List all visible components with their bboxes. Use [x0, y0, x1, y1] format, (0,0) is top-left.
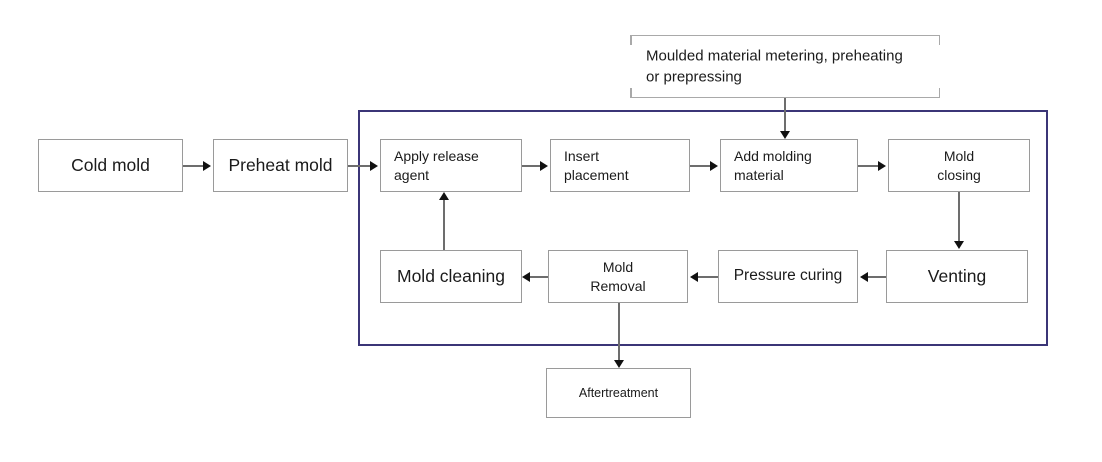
arrowhead-pressure-curing-in [860, 271, 868, 282]
node-mold-closing[interactable]: Mold closing [888, 139, 1030, 192]
node-label-mold-closing: Mold closing [937, 147, 981, 183]
arrowhead-add-molding-material-in [710, 160, 718, 171]
node-label-venting: Venting [927, 265, 987, 286]
node-preheat-mold[interactable]: Preheat mold [213, 139, 348, 192]
node-insert-placement[interactable]: Insert placement [550, 139, 690, 192]
arrowhead-venting-in [954, 241, 964, 249]
node-label-add-molding-material: Add molding material [734, 147, 812, 183]
arrowhead-insert-placement-in [540, 160, 548, 171]
node-add-molding-material[interactable]: Add molding material [720, 139, 858, 192]
arrowhead-preheat-mold-in [203, 160, 211, 171]
edge-preheat-mold-to-apply-release-agent [348, 165, 372, 167]
edge-cold-mold-to-preheat-mold [183, 165, 205, 167]
node-aftertreatment[interactable]: Aftertreatment [546, 368, 691, 418]
note-label-moulded-material-metering: Moulded material metering, preheating or… [646, 46, 903, 86]
edge-venting-to-pressure-curing [866, 276, 888, 278]
bracket-corner-top-right [938, 36, 940, 45]
node-venting[interactable]: Venting [886, 250, 1028, 303]
arrowhead-mold-removal-in [690, 271, 698, 282]
molding-cycle-group-container [358, 110, 1048, 346]
node-label-mold-removal: Mold Removal [590, 258, 646, 294]
node-label-pressure-curing: Pressure curing [733, 267, 843, 285]
bracket-corner-bottom-left [630, 88, 632, 97]
edge-insert-placement-to-add-molding-material [690, 165, 712, 167]
node-label-insert-placement: Insert placement [564, 147, 629, 183]
edge-apply-release-agent-to-insert-placement [522, 165, 544, 167]
node-pressure-curing[interactable]: Pressure curing [718, 250, 858, 303]
edge-note-to-add-molding-material [784, 98, 786, 134]
edge-mold-cleaning-to-apply-release-agent [443, 199, 445, 250]
bracket-corner-bottom-right [938, 88, 940, 97]
node-label-cold-mold: Cold mold [71, 154, 150, 175]
edge-mold-removal-to-aftertreatment [618, 303, 620, 363]
arrowhead-apply-release-agent-bottom-in [439, 192, 449, 200]
arrowhead-mold-closing-in [878, 160, 886, 171]
bracket-corner-top-left [630, 36, 632, 45]
node-mold-removal[interactable]: Mold Removal [548, 250, 688, 303]
edge-mold-closing-to-venting [958, 192, 960, 244]
node-label-mold-cleaning: Mold cleaning [397, 265, 505, 286]
edge-add-molding-material-to-mold-closing [858, 165, 880, 167]
arrowhead-aftertreatment-in [614, 360, 624, 368]
arrowhead-mold-cleaning-in [522, 271, 530, 282]
node-cold-mold[interactable]: Cold mold [38, 139, 183, 192]
node-label-preheat-mold: Preheat mold [228, 154, 333, 175]
node-apply-release-agent[interactable]: Apply release agent [380, 139, 522, 192]
note-box-moulded-material-metering: Moulded material metering, preheating or… [630, 35, 940, 98]
edge-mold-removal-to-mold-cleaning [529, 276, 549, 278]
node-label-aftertreatment: Aftertreatment [578, 385, 659, 400]
arrowhead-apply-release-agent-in [370, 160, 378, 171]
edge-pressure-curing-to-mold-removal [696, 276, 718, 278]
arrowhead-add-molding-material-top-in [780, 131, 790, 139]
node-label-apply-release-agent: Apply release agent [394, 147, 479, 183]
node-mold-cleaning[interactable]: Mold cleaning [380, 250, 522, 303]
